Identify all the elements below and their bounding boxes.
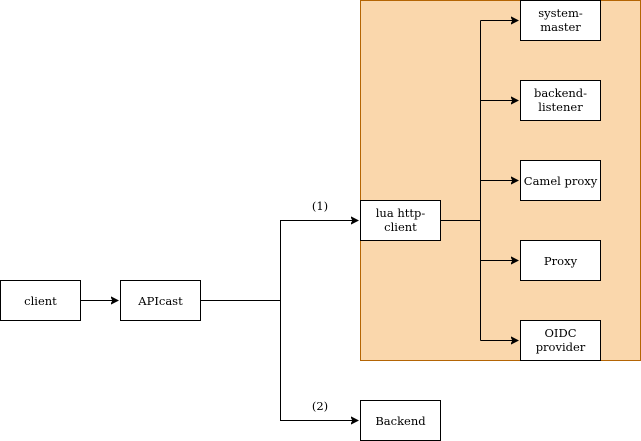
node-backend-box[interactable] [360, 400, 441, 441]
edges [80, 21, 519, 421]
node-proxy[interactable]: Proxy [520, 240, 601, 281]
node-client[interactable]: client [0, 280, 81, 321]
node-oidc-provider-label-line-2: provider [536, 340, 586, 354]
node-backend-label: Backend [375, 414, 426, 428]
node-lua-http-client-label-line-1: lua http- [376, 206, 426, 220]
node-oidc-provider-box[interactable] [520, 320, 601, 361]
node-system-master-box[interactable] [520, 0, 601, 41]
node-client-box[interactable] [0, 280, 81, 321]
node-backend-listener-label-line-2: listener [538, 100, 583, 114]
node-client-label: client [24, 294, 57, 308]
edge-apicast-backend [280, 300, 359, 421]
node-proxy-box[interactable] [520, 240, 601, 281]
node-backend-listener[interactable]: backend- listener [520, 80, 601, 121]
node-system-master[interactable]: system- master [520, 0, 601, 41]
node-backend-listener-box[interactable] [520, 80, 601, 121]
node-system-master-label-line-2: master [540, 20, 581, 34]
node-lua-http-client[interactable]: lua http- client [360, 200, 441, 241]
node-lua-http-client-label-line-2: client [384, 220, 417, 234]
node-apicast-box[interactable] [120, 280, 201, 321]
node-backend-listener-label-line-1: backend- [534, 86, 587, 100]
edge-label-path-2: (2) [312, 399, 328, 413]
edge-label-path-1: (1) [312, 199, 328, 213]
node-system-master-label-line-1: system- [538, 6, 583, 20]
node-backend[interactable]: Backend [360, 400, 441, 441]
edge-apicast-lua-http-client [200, 221, 359, 301]
node-oidc-provider-label-line-1: OIDC [545, 326, 577, 340]
node-apicast-label: APIcast [137, 294, 183, 308]
node-apicast[interactable]: APIcast [120, 280, 201, 321]
node-camel-proxy[interactable]: Camel proxy [520, 160, 601, 201]
node-camel-proxy-box[interactable] [520, 160, 601, 201]
node-camel-proxy-label: Camel proxy [524, 174, 598, 188]
node-proxy-label: Proxy [544, 254, 578, 268]
node-oidc-provider[interactable]: OIDC provider [520, 320, 601, 361]
node-lua-http-client-box[interactable] [360, 200, 441, 241]
